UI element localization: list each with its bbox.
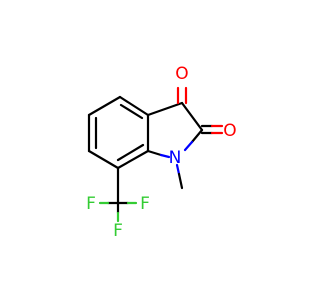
bond-c6-c7	[87, 149, 120, 170]
bond-c3a-c3	[146, 101, 184, 117]
bond-c3a-c4	[118, 95, 150, 117]
atom-f-bottom: F	[113, 221, 123, 241]
molecule-structure: O O N F F F	[86, 64, 237, 241]
bond-c4-c5	[87, 95, 122, 117]
bond-n-methyl-black	[177, 172, 184, 190]
atom-f-left: F	[86, 194, 96, 214]
bond-c7-c7a-inner	[116, 143, 145, 162]
atom-n-ring: N	[169, 148, 182, 168]
bond-c2-n-blue	[183, 140, 194, 152]
bond-c7-c7a	[116, 149, 150, 170]
bond-c2-n-black	[190, 128, 204, 144]
bond-c7a-n-blue	[159, 153, 171, 159]
bond-c7a-n-black	[146, 149, 163, 157]
bond-c3a-c4-inner	[119, 103, 144, 120]
atom-f-right: F	[140, 194, 150, 214]
bond-n-methyl-blue	[175, 163, 181, 176]
atom-o-amide: O	[223, 121, 236, 141]
hetero-bonds	[98, 86, 224, 223]
atom-o-ketone: O	[175, 64, 188, 84]
bond-c3-c2	[180, 101, 204, 132]
bonds	[87, 95, 204, 205]
molecule-canvas: O O N F F F	[86, 64, 237, 241]
